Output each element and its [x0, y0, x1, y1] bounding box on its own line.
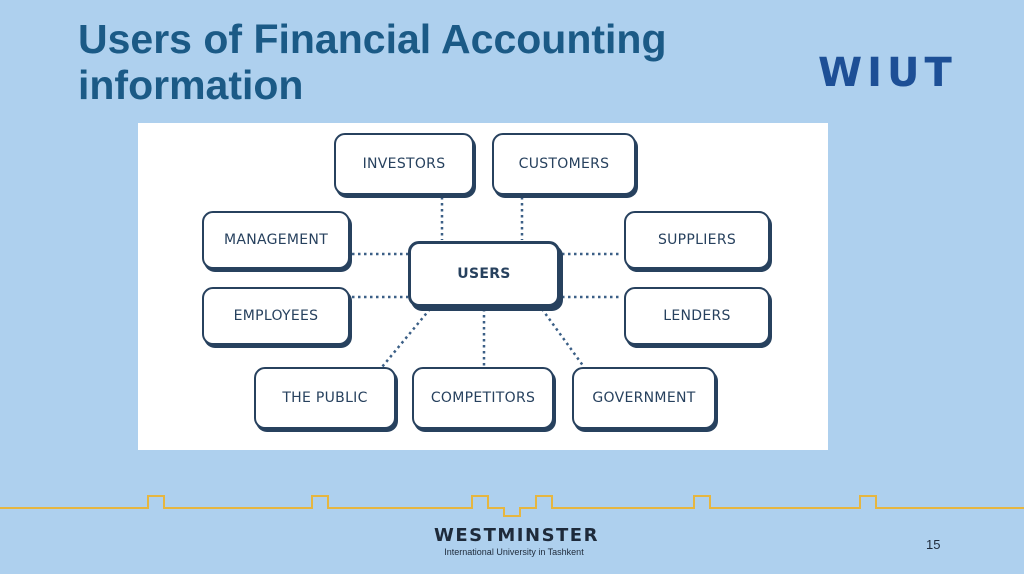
node-the-public: THE PUBLIC [254, 367, 396, 429]
node-management: MANAGEMENT [202, 211, 350, 269]
users-diagram: INVESTORS CUSTOMERS MANAGEMENT SUPPLIERS… [138, 123, 828, 450]
westminster-logo: WESTMINSTER International University in … [434, 525, 599, 558]
node-customers: CUSTOMERS [492, 133, 636, 195]
node-employees: EMPLOYEES [202, 287, 350, 345]
node-competitors: COMPETITORS [412, 367, 554, 429]
slide-title: Users of Financial Accounting informatio… [78, 16, 667, 108]
slide-title-line-1: Users of Financial Accounting [78, 16, 667, 62]
footer-castle-line [0, 495, 1024, 517]
page-number: 15 [926, 537, 941, 552]
connector-the-public [381, 308, 431, 368]
brand-name: WESTMINSTER [434, 525, 599, 546]
node-investors: INVESTORS [334, 133, 474, 195]
wiut-logo: WIUT [818, 50, 957, 96]
node-users-center: USERS [408, 241, 560, 307]
connector-government [540, 308, 586, 368]
connector-lines [352, 197, 622, 368]
brand-subtitle: International University in Tashkent [444, 547, 584, 557]
node-government: GOVERNMENT [572, 367, 716, 429]
node-suppliers: SUPPLIERS [624, 211, 770, 269]
node-lenders: LENDERS [624, 287, 770, 345]
slide-title-line-2: information [78, 62, 304, 108]
